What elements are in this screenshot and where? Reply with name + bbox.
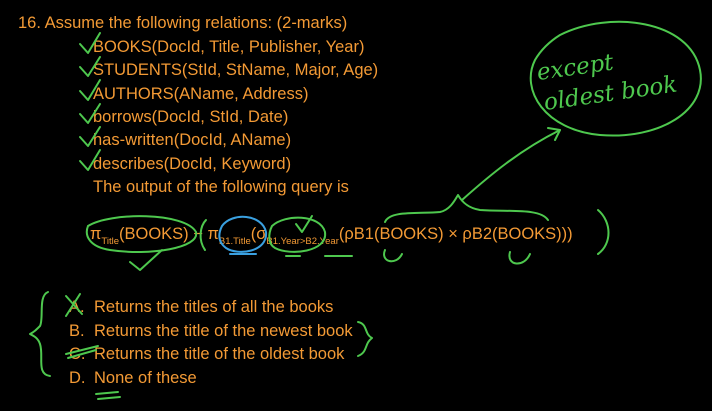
option-a-text: Returns the titles of all the books (94, 298, 334, 316)
brace-icon (384, 194, 549, 223)
annotation-line-2: oldest book (542, 72, 679, 116)
underline-icon (95, 391, 119, 395)
annotation-bubble (529, 20, 702, 137)
selection-condition: B1.Year>B2.Year (266, 236, 339, 247)
arrow-head-icon (547, 127, 561, 141)
relation-has-written: has-written(DocId, AName) (93, 131, 292, 149)
relation-describes: describes(DocId, Keyword) (93, 155, 292, 173)
option-b-letter: B. (69, 322, 85, 340)
query-part-books: (BOOKS) − (119, 225, 208, 243)
option-b-text: Returns the title of the newest book (94, 322, 353, 340)
option-c-text: Returns the title of the oldest book (94, 345, 345, 363)
projection-subscript-2: B1.Title (218, 236, 251, 247)
annotation-line-1: except (535, 49, 616, 86)
option-d-letter: D. (69, 369, 86, 387)
brace-icon (357, 321, 373, 357)
relation-books: BOOKS(DocId, Title, Publisher, Year) (93, 38, 365, 56)
option-c-letter: C. (69, 345, 86, 363)
relation-borrows: borrows(DocId, StId, Date) (93, 108, 289, 126)
question-title: 16. Assume the following relations: (2-m… (18, 14, 348, 32)
query-prompt: The output of the following query is (93, 178, 349, 196)
relation-students: STUDENTS(StId, StName, Major, Age) (93, 61, 379, 79)
check-mark-icon (129, 249, 163, 271)
option-a-letter: A. (69, 298, 85, 316)
projection-subscript: Title (101, 236, 119, 247)
loop-icon (508, 251, 531, 265)
relational-algebra-query: πTitle(BOOKS) − πB1.Title(σB1.Year>B2.Ye… (90, 224, 573, 252)
relation-authors: AUTHORS(AName, Address) (93, 85, 309, 103)
brace-icon (29, 291, 51, 377)
projection-symbol: π (90, 225, 102, 243)
query-part-product: (ρB1(BOOKS) × ρB2(BOOKS))) (338, 225, 573, 243)
query-part-select: (σ (250, 225, 267, 243)
arrow-icon (461, 129, 561, 201)
bracket-icon (597, 209, 610, 255)
underline-icon (97, 396, 121, 400)
projection-symbol-2: π (207, 225, 219, 243)
option-d-text: None of these (94, 369, 197, 387)
